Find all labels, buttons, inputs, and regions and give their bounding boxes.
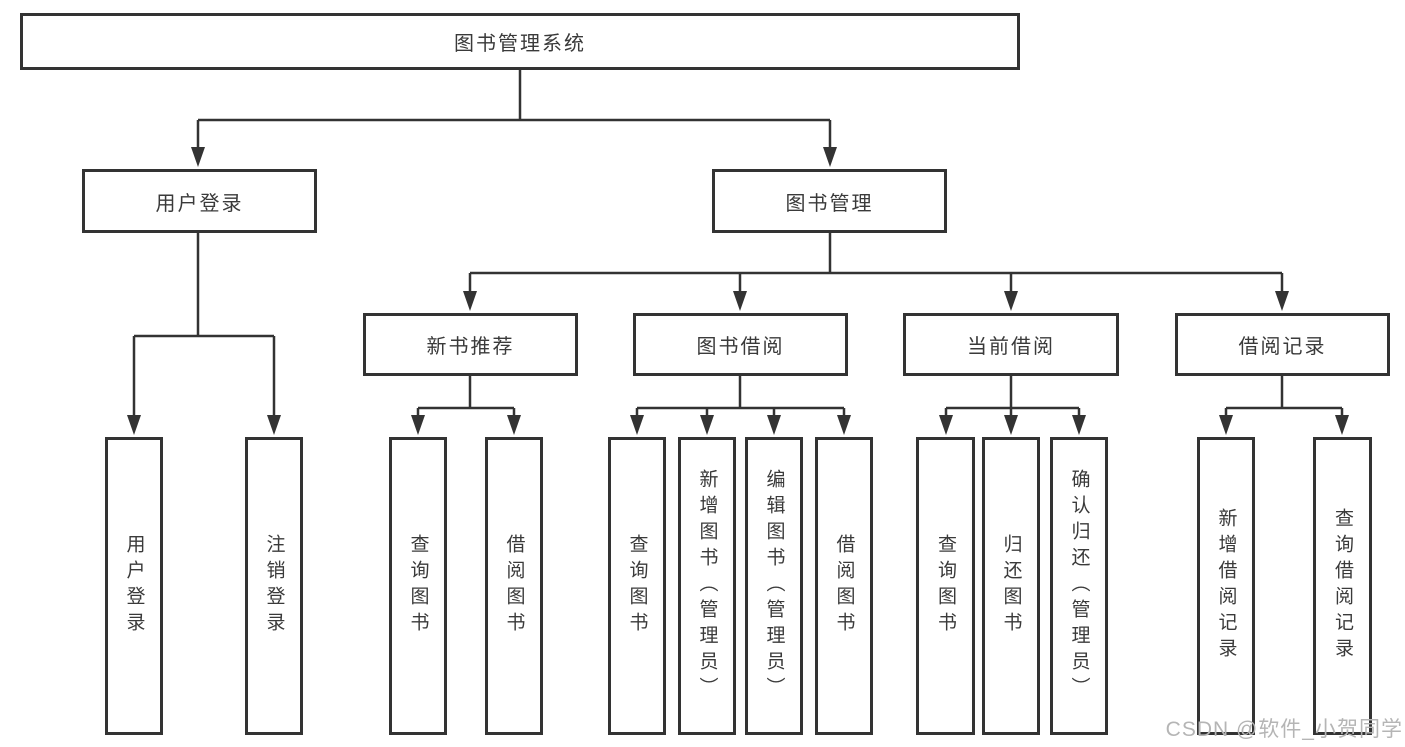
- node-book-management: 图书管理: [712, 169, 947, 233]
- leaf-add-borrow-record: 新增借阅记录: [1197, 437, 1255, 735]
- node-book-borrow: 图书借阅: [633, 313, 848, 376]
- leaf-add-books-admin-label: 新增图书（管理员）: [696, 469, 718, 703]
- leaf-confirm-return-admin-label: 确认归还（管理员）: [1068, 469, 1090, 703]
- node-borrow-records: 借阅记录: [1175, 313, 1390, 376]
- node-root: 图书管理系统: [20, 13, 1020, 70]
- leaf-query-books-current: 查询图书: [916, 437, 975, 735]
- arrowheads: [127, 147, 1349, 435]
- leaf-borrow-books: 借阅图书: [815, 437, 873, 735]
- leaf-add-borrow-record-label: 新增借阅记录: [1215, 508, 1237, 664]
- leaf-query-borrow-record: 查询借阅记录: [1313, 437, 1372, 735]
- leaf-return-books-label: 归还图书: [1000, 534, 1022, 638]
- leaf-return-books: 归还图书: [982, 437, 1040, 735]
- node-new-book-recommend-label: 新书推荐: [426, 336, 515, 358]
- leaf-query-books-recommend: 查询图书: [389, 437, 447, 735]
- leaf-add-books-admin: 新增图书（管理员）: [678, 437, 736, 735]
- leaf-logout: 注销登录: [245, 437, 303, 735]
- node-new-book-recommend: 新书推荐: [363, 313, 578, 376]
- leaf-query-books-borrow: 查询图书: [608, 437, 666, 735]
- leaf-user-login-label: 用户登录: [123, 534, 145, 638]
- leaf-edit-books-admin-label: 编辑图书（管理员）: [763, 469, 785, 703]
- node-current-borrow-label: 当前借阅: [967, 336, 1055, 358]
- leaf-user-login: 用户登录: [105, 437, 163, 735]
- node-borrow-records-label: 借阅记录: [1238, 336, 1327, 358]
- node-book-management-label: 图书管理: [785, 192, 874, 215]
- leaf-query-books-recommend-label: 查询图书: [407, 534, 429, 638]
- leaf-query-books-current-label: 查询图书: [935, 534, 956, 638]
- node-user-login: 用户登录: [82, 169, 317, 233]
- leaf-borrow-books-label: 借阅图书: [833, 534, 855, 638]
- leaf-query-borrow-record-label: 查询借阅记录: [1332, 508, 1353, 664]
- csdn-watermark: CSDN @软件_小贺同学: [1165, 718, 1403, 741]
- node-user-login-label: 用户登录: [155, 192, 244, 215]
- leaf-logout-label: 注销登录: [263, 534, 285, 638]
- node-book-borrow-label: 图书借阅: [696, 336, 785, 358]
- leaf-confirm-return-admin: 确认归还（管理员）: [1050, 437, 1108, 735]
- node-current-borrow: 当前借阅: [903, 313, 1119, 376]
- leaf-borrow-books-recommend: 借阅图书: [485, 437, 543, 735]
- leaf-borrow-books-recommend-label: 借阅图书: [503, 534, 525, 638]
- node-root-label: 图书管理系统: [454, 33, 586, 55]
- leaf-edit-books-admin: 编辑图书（管理员）: [745, 437, 803, 735]
- leaf-query-books-borrow-label: 查询图书: [626, 534, 648, 638]
